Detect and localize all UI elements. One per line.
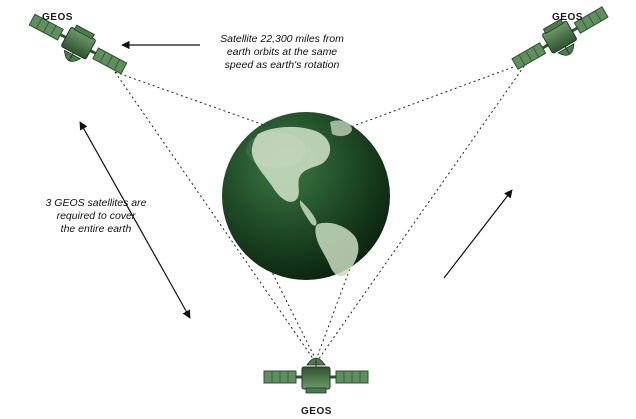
sight-line-bottom-left-earth xyxy=(243,215,317,361)
coverage-note-line-1: 3 GEOS satellites are xyxy=(46,197,147,209)
orbit-note-line-2: earth orbits at the same xyxy=(227,46,337,58)
sight-line-right-bottom xyxy=(317,61,528,361)
satellite-icon xyxy=(22,4,132,86)
orbit-arrow-left xyxy=(79,121,191,319)
orbit-arrow-right xyxy=(443,189,513,279)
coverage-annotation: 3 GEOS satellites are required to cover … xyxy=(46,197,147,235)
coverage-note-line-2: required to cover xyxy=(57,210,136,222)
orbit-note-line-1: Satellite 22,300 miles from xyxy=(220,33,344,45)
satellite-label-top-left: GEOS xyxy=(42,12,73,23)
earth-globe-icon xyxy=(222,112,390,280)
orbit-note-line-3: speed as earth's rotation xyxy=(225,59,340,71)
satellite-label-top-right: GEOS xyxy=(552,12,583,23)
sight-line-left-bottom xyxy=(114,71,315,361)
coverage-note-line-3: the entire earth xyxy=(61,223,132,235)
satellite-bottom xyxy=(263,357,369,394)
sight-line-right-earth xyxy=(309,61,528,143)
orbit-annotation: Satellite 22,300 miles from earth orbits… xyxy=(121,33,344,71)
line-of-sight-group xyxy=(114,61,528,361)
satellite-top-left xyxy=(22,4,132,86)
satellite-icon xyxy=(263,357,369,394)
satellite-label-bottom: GEOS xyxy=(301,406,332,417)
